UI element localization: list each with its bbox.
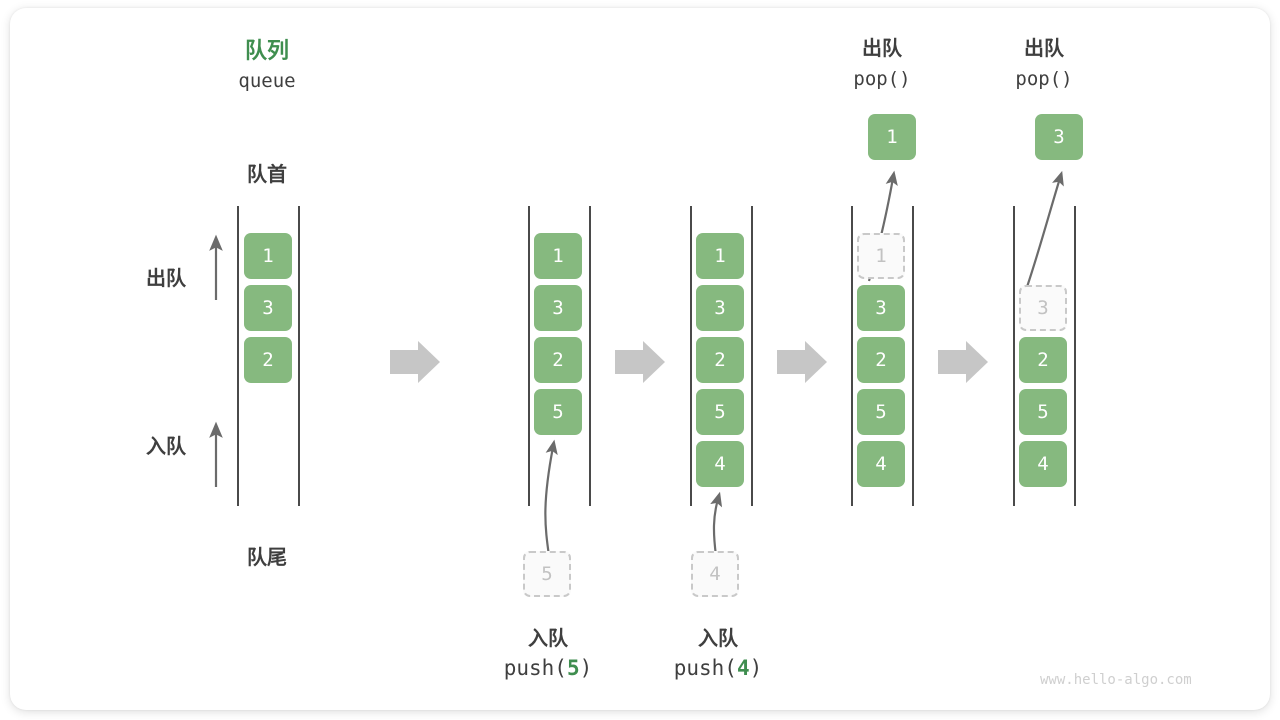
enqueue-direction-label: 入队 [146, 436, 186, 458]
queue-cell: 5 [534, 389, 582, 435]
queue-cell: 5 [857, 389, 905, 435]
queue-cell: 2 [534, 337, 582, 383]
queue-cell-vacated: 1 [857, 233, 905, 279]
header-code-pop-1: pop() [853, 68, 911, 90]
caption-code-push-4: push(4) [653, 656, 783, 680]
queue-cell: 1 [244, 233, 292, 279]
rear-label: 队尾 [247, 547, 287, 569]
transition-arrow-1 [390, 341, 440, 383]
queue-cell-vacated: 3 [1019, 285, 1067, 331]
queue-cell: 3 [857, 285, 905, 331]
queue-cell: 2 [857, 337, 905, 383]
watermark: www.hello-algo.com [1040, 672, 1192, 688]
transition-arrow-4 [938, 341, 988, 383]
queue-cell: 2 [1019, 337, 1067, 383]
rail-left-col2 [528, 206, 530, 506]
queue-cell: 4 [857, 441, 905, 487]
queue-cell: 1 [534, 233, 582, 279]
rail-right-col3 [751, 206, 753, 506]
rail-right-col1 [298, 206, 300, 506]
popped-element: 1 [868, 114, 916, 160]
page-title: 队列 [244, 38, 289, 63]
caption-code-arg: 5 [566, 656, 580, 680]
pop-arrow-3 [1025, 170, 1064, 288]
caption-code-arg: 4 [736, 656, 750, 680]
caption-code-suffix: ) [749, 656, 763, 680]
transition-arrow-3 [777, 341, 827, 383]
push-arrow-5 [544, 439, 558, 557]
queue-cell: 5 [1019, 389, 1067, 435]
header-cjk-pop-3: 出队 [1024, 38, 1064, 60]
queue-cell: 3 [534, 285, 582, 331]
header-code-pop-3: pop() [1015, 68, 1073, 90]
rail-left-col5 [1013, 206, 1015, 506]
diagram-overlay [209, 170, 1064, 557]
front-label: 队首 [247, 164, 287, 186]
queue-cell: 3 [696, 285, 744, 331]
queue-cell: 2 [696, 337, 744, 383]
rail-right-col2 [589, 206, 591, 506]
caption-code-prefix: push( [503, 656, 567, 680]
caption-cjk-push-5: 入队 [528, 628, 568, 650]
transition-arrow-2 [615, 341, 665, 383]
incoming-element-ghost: 4 [691, 551, 739, 597]
caption-code-suffix: ) [579, 656, 593, 680]
diagram-stage: 队列 queue 队首 队尾 出队 入队 1 3 2 1 3 2 5 5 入队 … [10, 8, 1270, 710]
rail-left-col4 [851, 206, 853, 506]
queue-cell: 4 [696, 441, 744, 487]
dequeue-direction-label: 出队 [146, 268, 186, 290]
queue-cell: 1 [696, 233, 744, 279]
rail-left-col1 [237, 206, 239, 506]
popped-element: 3 [1035, 114, 1083, 160]
queue-cell: 3 [244, 285, 292, 331]
caption-code-push-5: push(5) [483, 656, 613, 680]
diagram-card: 队列 queue 队首 队尾 出队 入队 1 3 2 1 3 2 5 5 入队 … [10, 8, 1270, 710]
push-arrow-4 [710, 491, 723, 557]
rail-right-col5 [1074, 206, 1076, 506]
queue-cell: 2 [244, 337, 292, 383]
incoming-element-ghost: 5 [523, 551, 571, 597]
queue-cell: 4 [1019, 441, 1067, 487]
rail-left-col3 [690, 206, 692, 506]
caption-code-prefix: push( [673, 656, 737, 680]
header-cjk-pop-1: 出队 [862, 38, 902, 60]
caption-cjk-push-4: 入队 [698, 628, 738, 650]
page-subtitle: queue [238, 70, 296, 92]
queue-cell: 5 [696, 389, 744, 435]
rail-right-col4 [912, 206, 914, 506]
